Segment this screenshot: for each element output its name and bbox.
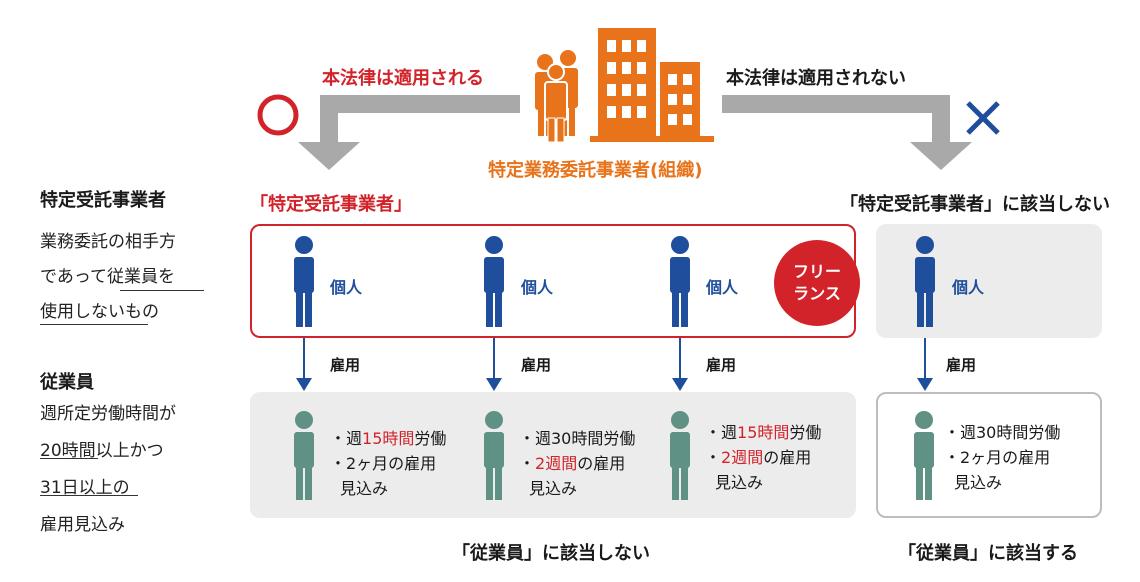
person-label: 個人 bbox=[706, 278, 739, 297]
freelance-badge: フリー ランス bbox=[774, 240, 860, 326]
condition-line: ・2ヶ月の雇用 bbox=[944, 448, 1051, 467]
underline bbox=[40, 495, 138, 496]
condition-line: ・2週間の雇用 bbox=[705, 448, 812, 467]
condition-line: 見込み bbox=[529, 479, 578, 498]
right-header: 「特定受託事業者」に該当しない bbox=[840, 194, 1110, 215]
person-icon bbox=[484, 236, 504, 327]
hire-arrow-line bbox=[303, 338, 305, 380]
employee-conditions-1: ・週15時間労働 ・2ヶ月の雇用 見込み bbox=[330, 426, 446, 501]
circle-mark-icon bbox=[257, 94, 299, 136]
building-icon bbox=[590, 28, 714, 142]
right-gray-arrow bbox=[722, 95, 972, 170]
cross-mark-icon bbox=[966, 101, 1000, 135]
freelance-line: フリー bbox=[792, 262, 841, 281]
condition-line: ・週30時間労働 bbox=[944, 423, 1061, 442]
employee-icon bbox=[484, 411, 504, 500]
definition-employee: 週所定労働時間が 20時間以上かつ 31日以上の 雇用見込み bbox=[40, 396, 176, 544]
employee-conditions-2: ・週30時間労働 ・2週間の雇用 見込み bbox=[519, 426, 635, 501]
hire-arrow-line bbox=[924, 338, 926, 380]
condition-line: ・週15時間労働 bbox=[330, 429, 447, 448]
condition-line: 見込み bbox=[340, 479, 389, 498]
right-footer: 「従業員」に該当する bbox=[898, 543, 1078, 564]
condition-line: ・週15時間労働 bbox=[705, 423, 822, 442]
person-icon bbox=[294, 236, 314, 327]
employee-conditions-right: ・週30時間労働 ・2ヶ月の雇用 見込み bbox=[944, 420, 1060, 495]
definition-title-contractor: 特定受託事業者 bbox=[40, 190, 166, 211]
employee-conditions-3: ・週15時間労働 ・2週間の雇用 見込み bbox=[705, 420, 821, 495]
person-icon bbox=[915, 236, 935, 327]
person-icon bbox=[670, 236, 690, 327]
definition-line: 雇用見込み bbox=[40, 515, 125, 535]
non-contractor-panel bbox=[876, 224, 1102, 338]
definition-contractor: 業務委託の相手方 であって従業員を 使用しないもの bbox=[40, 225, 176, 330]
not-applies-label: 本法律は適用されない bbox=[726, 68, 906, 89]
contractor-panel bbox=[250, 224, 856, 338]
hire-label: 雇用 bbox=[706, 356, 737, 374]
definition-line: であって従業員を bbox=[40, 267, 175, 287]
hire-label: 雇用 bbox=[330, 356, 361, 374]
hire-arrow-line bbox=[679, 338, 681, 380]
underline bbox=[40, 324, 148, 325]
left-gray-arrow bbox=[298, 95, 520, 170]
condition-line: 見込み bbox=[715, 473, 764, 492]
definition-line: 業務委託の相手方 bbox=[40, 232, 176, 252]
employee-panel bbox=[250, 392, 856, 518]
condition-line: ・週30時間労働 bbox=[519, 429, 636, 448]
hire-label: 雇用 bbox=[521, 356, 552, 374]
definition-title-employee: 従業員 bbox=[40, 372, 94, 393]
definition-line: 20時間以上かつ bbox=[40, 441, 164, 461]
freelance-line: ランス bbox=[793, 284, 841, 303]
hire-arrow-head bbox=[296, 378, 312, 391]
people-group-icon bbox=[535, 50, 578, 143]
contractor-header: 「特定受託事業者」 bbox=[250, 194, 412, 215]
hire-arrow-head bbox=[672, 378, 688, 391]
employee-icon bbox=[294, 411, 314, 500]
underline bbox=[120, 290, 204, 291]
condition-line: ・2ヶ月の雇用 bbox=[330, 454, 437, 473]
center-footer: 「従業員」に該当しない bbox=[452, 543, 650, 564]
definition-line: 31日以上の bbox=[40, 478, 130, 498]
condition-line: ・2週間の雇用 bbox=[519, 454, 626, 473]
employee-panel-right bbox=[876, 392, 1102, 518]
applies-label: 本法律は適用される bbox=[322, 68, 484, 89]
definition-line: 週所定労働時間が bbox=[40, 404, 176, 424]
person-label: 個人 bbox=[330, 278, 363, 297]
org-label: 特定業務委託事業者(組織) bbox=[488, 160, 703, 181]
hire-arrow-head bbox=[917, 378, 933, 391]
underline bbox=[40, 458, 98, 459]
employee-icon bbox=[670, 411, 690, 500]
person-label: 個人 bbox=[952, 278, 985, 297]
person-label: 個人 bbox=[521, 278, 554, 297]
hire-label: 雇用 bbox=[946, 356, 977, 374]
hire-arrow-head bbox=[486, 378, 502, 391]
employee-icon bbox=[914, 411, 934, 500]
condition-line: 見込み bbox=[954, 473, 1003, 492]
non-contractor-person bbox=[915, 236, 935, 327]
definition-line: 使用しないもの bbox=[40, 302, 159, 322]
hire-arrow-line bbox=[493, 338, 495, 380]
top-graphics bbox=[257, 28, 1000, 170]
employee-person-right bbox=[914, 411, 934, 500]
